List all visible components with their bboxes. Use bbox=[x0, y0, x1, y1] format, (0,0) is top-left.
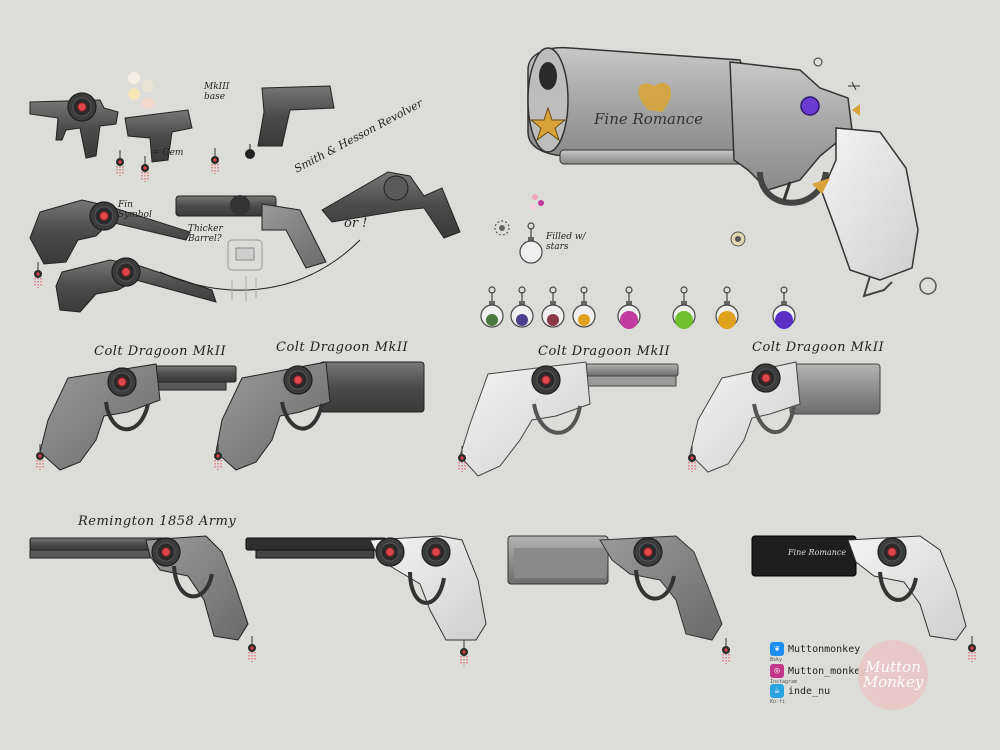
remington-variant-4 bbox=[751, 535, 977, 663]
social-handle: Mutton_monkey bbox=[788, 665, 867, 677]
social-instagram[interactable]: ◎ Mutton_monkey Instagram bbox=[770, 664, 867, 685]
butterfly-icon: ❦ bbox=[770, 642, 784, 656]
sketch-dragon-revolver bbox=[29, 199, 191, 289]
color-swatches bbox=[128, 72, 154, 109]
swatch bbox=[142, 97, 154, 109]
label-colt-dragoon-1: Colt Dragoon MkII bbox=[94, 344, 227, 359]
feature-revolver bbox=[527, 46, 937, 298]
label-colt-dragoon-3: Colt Dragoon MkII bbox=[538, 344, 671, 359]
social-bluesky[interactable]: ❦ Muttonmonkey Bsky bbox=[770, 642, 861, 663]
kofi-icon: ☕ bbox=[770, 684, 784, 698]
remington-variant-1 bbox=[29, 535, 257, 663]
purple-gem bbox=[800, 96, 820, 116]
colt-dragoon-variant-2 bbox=[213, 361, 425, 471]
sketch-thicker-barrel bbox=[175, 195, 327, 269]
label-remington: Remington 1858 Army bbox=[78, 514, 237, 529]
swatch bbox=[142, 80, 154, 92]
label-mkiii-base: MkIII base bbox=[204, 82, 230, 102]
sketch-hammer-detail bbox=[227, 239, 263, 302]
social-handle: Muttonmonkey bbox=[788, 643, 861, 655]
engraving-main: Fine Romance bbox=[594, 110, 703, 128]
sketch-long-revolver bbox=[55, 239, 361, 313]
gold-star bbox=[529, 106, 567, 142]
label-swatch-note: = Gem bbox=[152, 148, 184, 158]
social-handle: inde_nu bbox=[788, 685, 831, 697]
swatch bbox=[128, 72, 140, 84]
gem-bottle-row bbox=[480, 286, 796, 329]
remington-variant-3 bbox=[507, 535, 731, 665]
instagram-icon: ◎ bbox=[770, 664, 784, 678]
sketch-smith-hesson bbox=[321, 171, 461, 239]
colt-dragoon-variant-3 bbox=[457, 361, 679, 477]
engraving-small: Fine Romance bbox=[788, 548, 847, 557]
sketch-pistol-a bbox=[124, 109, 193, 183]
label-colt-dragoon-4: Colt Dragoon MkII bbox=[752, 340, 885, 355]
colt-dragoon-variant-4 bbox=[687, 361, 881, 473]
label-fin-symbol: Fin Symbol bbox=[118, 200, 152, 220]
sketch-pistol-mkiii bbox=[210, 85, 335, 175]
colt-dragoon-variant-1 bbox=[35, 363, 237, 471]
star-charm-sketch bbox=[494, 194, 746, 264]
sketch-small-revolver bbox=[29, 92, 125, 177]
label-thicker-barrel: Thicker Barrel? bbox=[188, 224, 223, 244]
label-or: or ! bbox=[344, 216, 368, 231]
swatch bbox=[128, 88, 140, 100]
label-filled-with-stars: Filled w/ stars bbox=[546, 232, 586, 252]
label-colt-dragoon-2: Colt Dragoon MkII bbox=[276, 340, 409, 355]
remington-variant-2 bbox=[245, 535, 487, 667]
social-kofi[interactable]: ☕ inde_nu Ko-fi bbox=[770, 684, 831, 705]
artist-watermark-logo: Mutton Monkey bbox=[858, 640, 928, 710]
